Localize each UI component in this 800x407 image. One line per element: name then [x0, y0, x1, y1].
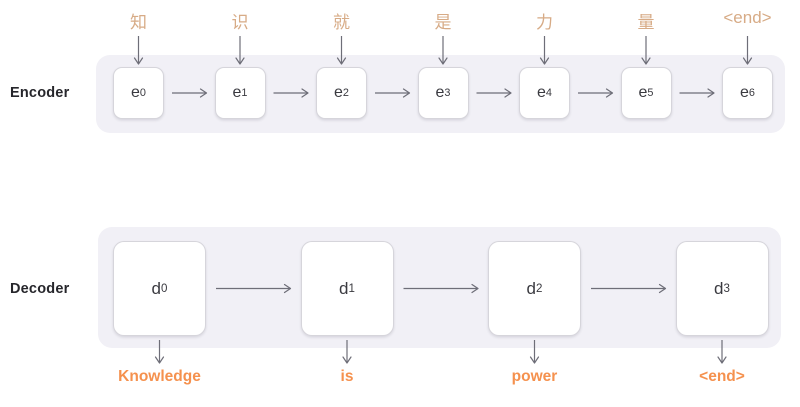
cell-base-label: e [131, 84, 140, 101]
encoder-input-token-5: 量 [637, 13, 655, 32]
decoder-panel [98, 227, 781, 348]
decoder-output-token-1: is [340, 368, 354, 385]
cell-subscript-label: 6 [748, 87, 755, 99]
cell-subscript-label: 5 [647, 87, 654, 99]
cell-subscript-label: 0 [139, 87, 146, 99]
cell-base-label: e [435, 84, 445, 101]
cell-subscript-label: 2 [536, 282, 543, 295]
encoder-input-token-3: 是 [434, 13, 452, 32]
cell-base-label: e [334, 84, 343, 101]
cell-subscript-label: 1 [241, 87, 248, 99]
encoder-input-token-0: 知 [130, 13, 147, 32]
decoder-output-token-2: power [511, 368, 558, 385]
cell-base-label: e [638, 84, 648, 101]
decoder-output-token-3: <end> [699, 368, 745, 385]
cell-base-label: d [339, 278, 349, 298]
cell-subscript-label: 1 [348, 282, 355, 295]
cell-base-label: e [232, 84, 242, 101]
decoder-row-label: Decoder [10, 281, 70, 297]
encoder-input-token-2: 就 [333, 13, 350, 32]
encoder-input-token-6: <end> [723, 8, 772, 27]
cell-subscript-label: 4 [545, 87, 552, 99]
cell-base-label: d [714, 278, 724, 298]
cell-base-label: d [526, 278, 537, 298]
cell-base-label: e [740, 84, 749, 101]
cell-subscript-label: 3 [444, 87, 451, 99]
encoder-row-label: Encoder [10, 85, 70, 101]
encoder-input-token-4: 力 [536, 13, 553, 32]
cell-subscript-label: 2 [342, 87, 349, 99]
cell-base-label: d [151, 278, 162, 298]
cell-subscript-label: 3 [723, 282, 730, 295]
encoder-input-token-1: 识 [231, 13, 249, 32]
decoder-output-token-0: Knowledge [118, 368, 201, 385]
cell-base-label: e [537, 84, 546, 101]
cell-subscript-label: 0 [161, 282, 168, 295]
